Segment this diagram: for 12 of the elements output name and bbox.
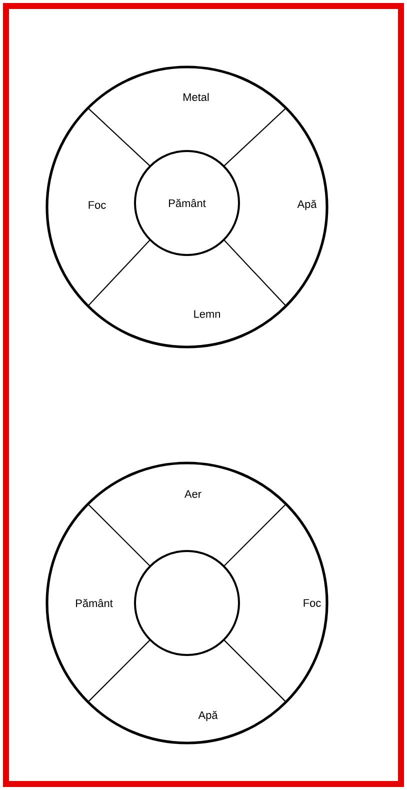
sector-label: Metal: [184, 92, 209, 102]
sector-label: Pământ: [76, 598, 113, 608]
sector-label: Lemn: [194, 310, 220, 318]
sector-label: Apă: [198, 710, 218, 722]
circle: [46, 462, 328, 744]
circle: [46, 66, 328, 348]
sector-label: Apă: [297, 200, 317, 210]
sector-label: Foc: [304, 599, 321, 607]
sector-label: Foc: [88, 201, 106, 209]
sector-label: Aer: [184, 490, 202, 498]
circle: [134, 550, 240, 656]
circle-label: Pământ: [134, 150, 240, 256]
